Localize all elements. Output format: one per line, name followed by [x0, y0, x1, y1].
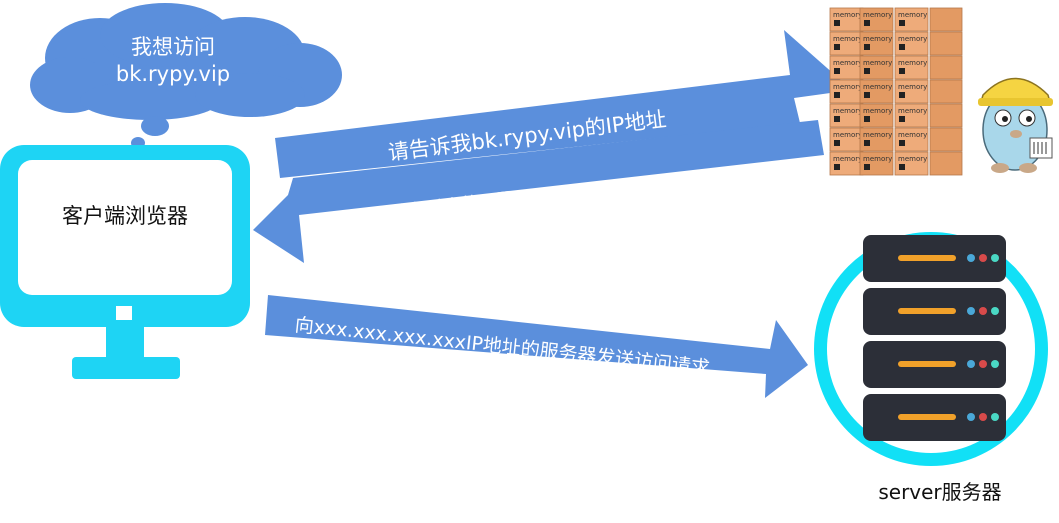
- memory-box-chip: [899, 140, 905, 146]
- memory-box-label: memory: [863, 59, 892, 67]
- server-led: [967, 254, 975, 262]
- memory-box-label: memory: [863, 107, 892, 115]
- memory-box-label: memory: [833, 83, 862, 91]
- client-label: 客户端浏览器: [62, 204, 188, 228]
- memory-box-label: memory: [833, 11, 862, 19]
- gopher-mascot-icon: [978, 77, 1053, 173]
- memory-box-label: memory: [863, 131, 892, 139]
- memory-box: [929, 127, 963, 152]
- arrow-ip-answer: [253, 120, 824, 263]
- server-led: [967, 413, 975, 421]
- memory-box: [929, 151, 963, 176]
- thought-cloud: [30, 3, 342, 149]
- memory-box-label: memory: [863, 155, 892, 163]
- server-rack-slot: [898, 255, 956, 261]
- cloud-text: 我想访问 bk.rypy.vip: [78, 34, 268, 88]
- memory-box-chip: [864, 92, 870, 98]
- memory-box-chip: [864, 164, 870, 170]
- cloud-line-2: bk.rypy.vip: [115, 62, 231, 86]
- arrow-ask-ip: [275, 30, 852, 178]
- memory-box-chip: [864, 116, 870, 122]
- memory-box-label: memory: [898, 83, 927, 91]
- memory-box: [929, 31, 963, 56]
- memory-box: [929, 7, 963, 32]
- memory-box-chip: [864, 140, 870, 146]
- memory-box-chip: [899, 44, 905, 50]
- server-led: [979, 307, 987, 315]
- memory-box-chip: [834, 20, 840, 26]
- memory-box-chip: [899, 164, 905, 170]
- memory-box-label: memory: [863, 83, 892, 91]
- memory-box-chip: [899, 116, 905, 122]
- server-led: [979, 413, 987, 421]
- memory-box-chip: [834, 164, 840, 170]
- server-led: [991, 307, 999, 315]
- memory-box-label: memory: [898, 131, 927, 139]
- server-led: [991, 254, 999, 262]
- memory-box-chip: [834, 44, 840, 50]
- memory-box-chip: [899, 92, 905, 98]
- memory-box-chip: [899, 20, 905, 26]
- memory-box-label: memory: [898, 59, 927, 67]
- client-monitor-icon: [0, 145, 250, 379]
- server-icon: [814, 232, 1048, 466]
- memory-box-label: memory: [833, 107, 862, 115]
- server-rack-slot: [898, 308, 956, 314]
- server-led: [979, 360, 987, 368]
- memory-box: [929, 79, 963, 104]
- memory-box-label: memory: [898, 107, 927, 115]
- memory-box-label: memory: [898, 11, 927, 19]
- memory-box-chip: [899, 68, 905, 74]
- server-led: [991, 360, 999, 368]
- memory-box-chip: [864, 44, 870, 50]
- memory-box: [929, 55, 963, 80]
- server-led: [979, 254, 987, 262]
- memory-box-chip: [864, 20, 870, 26]
- server-led: [991, 413, 999, 421]
- server-rack-slot: [898, 361, 956, 367]
- memory-box-label: memory: [833, 59, 862, 67]
- memory-box-chip: [834, 116, 840, 122]
- server-led: [967, 360, 975, 368]
- server-led: [967, 307, 975, 315]
- memory-box-label: memory: [863, 35, 892, 43]
- memory-box-chip: [864, 68, 870, 74]
- server-rack-slot: [898, 414, 956, 420]
- server-label: server服务器: [878, 480, 1002, 504]
- cloud-line-1: 我想访问: [131, 35, 215, 59]
- memory-box-chip: [834, 68, 840, 74]
- memory-box-label: memory: [833, 155, 862, 163]
- memory-box-label: memory: [898, 155, 927, 163]
- memory-box-label: memory: [833, 131, 862, 139]
- memory-box-chip: [834, 140, 840, 146]
- memory-box: [929, 103, 963, 128]
- arrow-request: [265, 295, 808, 398]
- memory-box-chip: [834, 92, 840, 98]
- memory-box-label: memory: [863, 11, 892, 19]
- memory-box-label: memory: [833, 35, 862, 43]
- memory-box-label: memory: [898, 35, 927, 43]
